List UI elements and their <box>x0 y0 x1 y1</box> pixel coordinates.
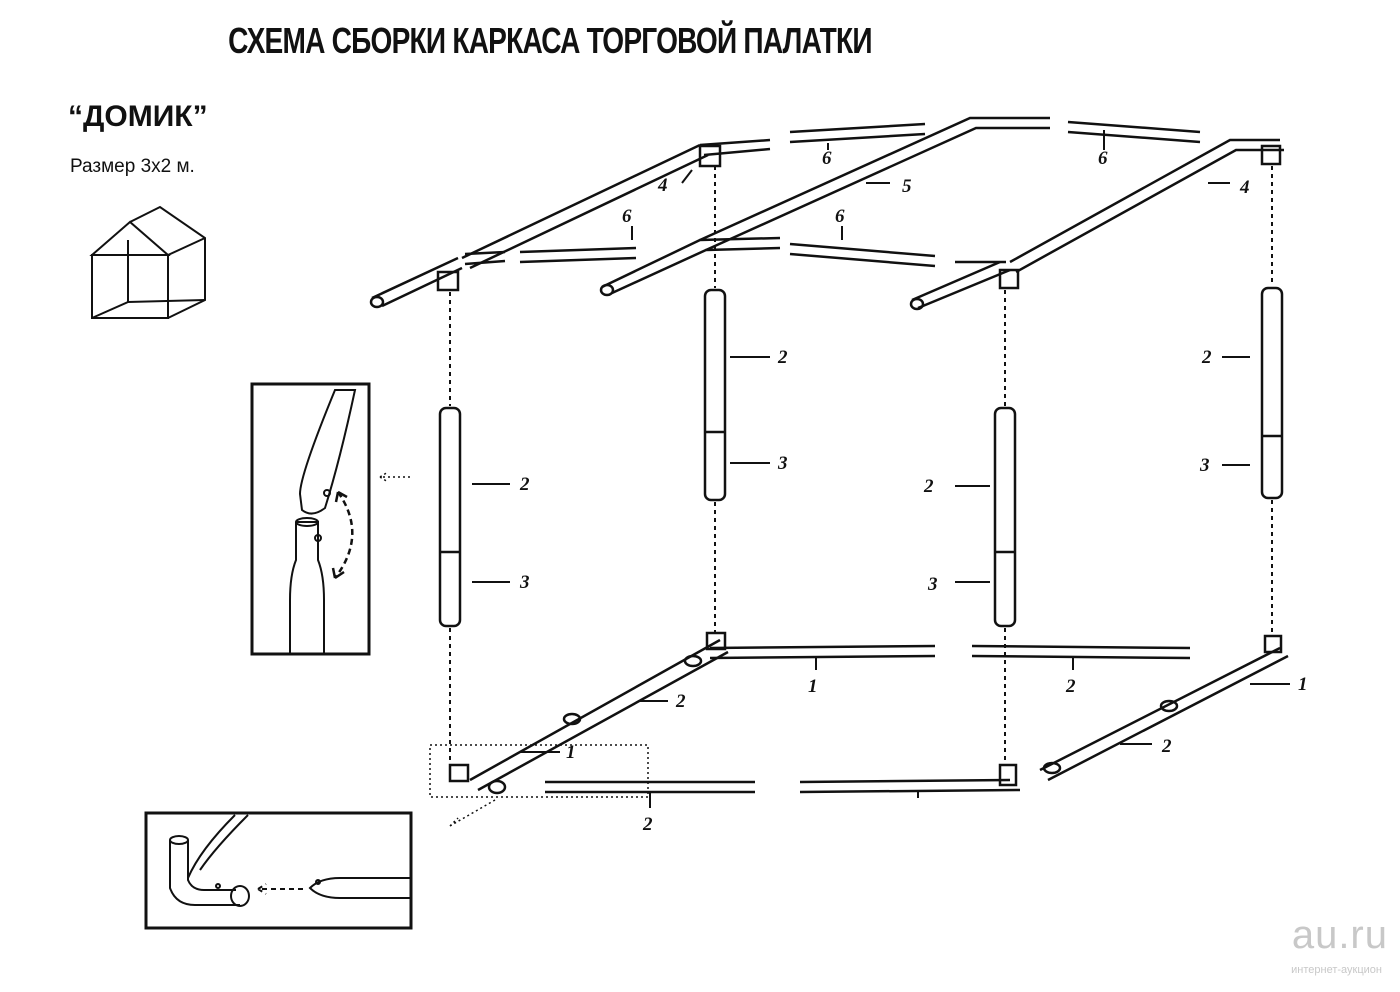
part-label-3-post-c: 3 <box>927 574 938 595</box>
au-ru-watermark-caption: интернет-аукцион <box>1291 964 1382 976</box>
part-label-2-post-d: 2 <box>1201 347 1212 368</box>
part-label-6-a: 6 <box>822 148 832 169</box>
inset-base-corner <box>144 811 413 930</box>
part-label-2-base-front: 2 <box>642 814 653 835</box>
part-label-6-d: 6 <box>835 206 845 227</box>
part-label-3-post-a: 3 <box>519 572 530 593</box>
part-label-1-base-front: 1 <box>566 742 576 763</box>
detail-pointer-arrow <box>449 799 496 827</box>
part-label-1-base-right: 1 <box>1298 674 1308 695</box>
part-labels: 4 5 4 6 6 6 6 2 3 2 3 2 3 2 3 1 2 1 2 2 … <box>519 148 1308 835</box>
page-title: СХЕМА СБОРКИ КАРКАСА ТОРГОВОЙ ПАЛАТКИ <box>228 20 872 61</box>
part-label-2-post-a: 2 <box>519 474 530 495</box>
assembly-guides <box>449 166 1273 766</box>
part-label-2-post-b: 2 <box>777 347 788 368</box>
inset-pole-joint <box>250 382 410 656</box>
house-thumbnail <box>89 205 206 319</box>
part-label-1-base-back: 1 <box>808 676 818 697</box>
part-label-2-base-left: 2 <box>675 691 686 712</box>
leader-lines <box>472 130 1290 808</box>
posts <box>438 286 1284 628</box>
part-label-6-c: 6 <box>622 206 632 227</box>
size-label: Размер 3x2 м. <box>70 156 195 177</box>
part-label-4-right: 4 <box>1239 177 1250 198</box>
part-label-2-post-c: 2 <box>923 476 934 497</box>
au-ru-watermark: au.ru <box>1291 913 1388 957</box>
base-frame <box>448 631 1289 795</box>
part-label-5: 5 <box>902 176 912 197</box>
part-label-2-base-right: 2 <box>1161 736 1172 757</box>
part-label-4-left: 4 <box>657 175 668 196</box>
model-name: “ДОМИК” <box>68 100 208 133</box>
part-label-3-post-d: 3 <box>1199 455 1210 476</box>
part-label-6-b: 6 <box>1098 148 1108 169</box>
roof-frame <box>369 116 1284 311</box>
part-label-3-post-b: 3 <box>777 453 788 474</box>
part-label-2-base-back: 2 <box>1065 676 1076 697</box>
